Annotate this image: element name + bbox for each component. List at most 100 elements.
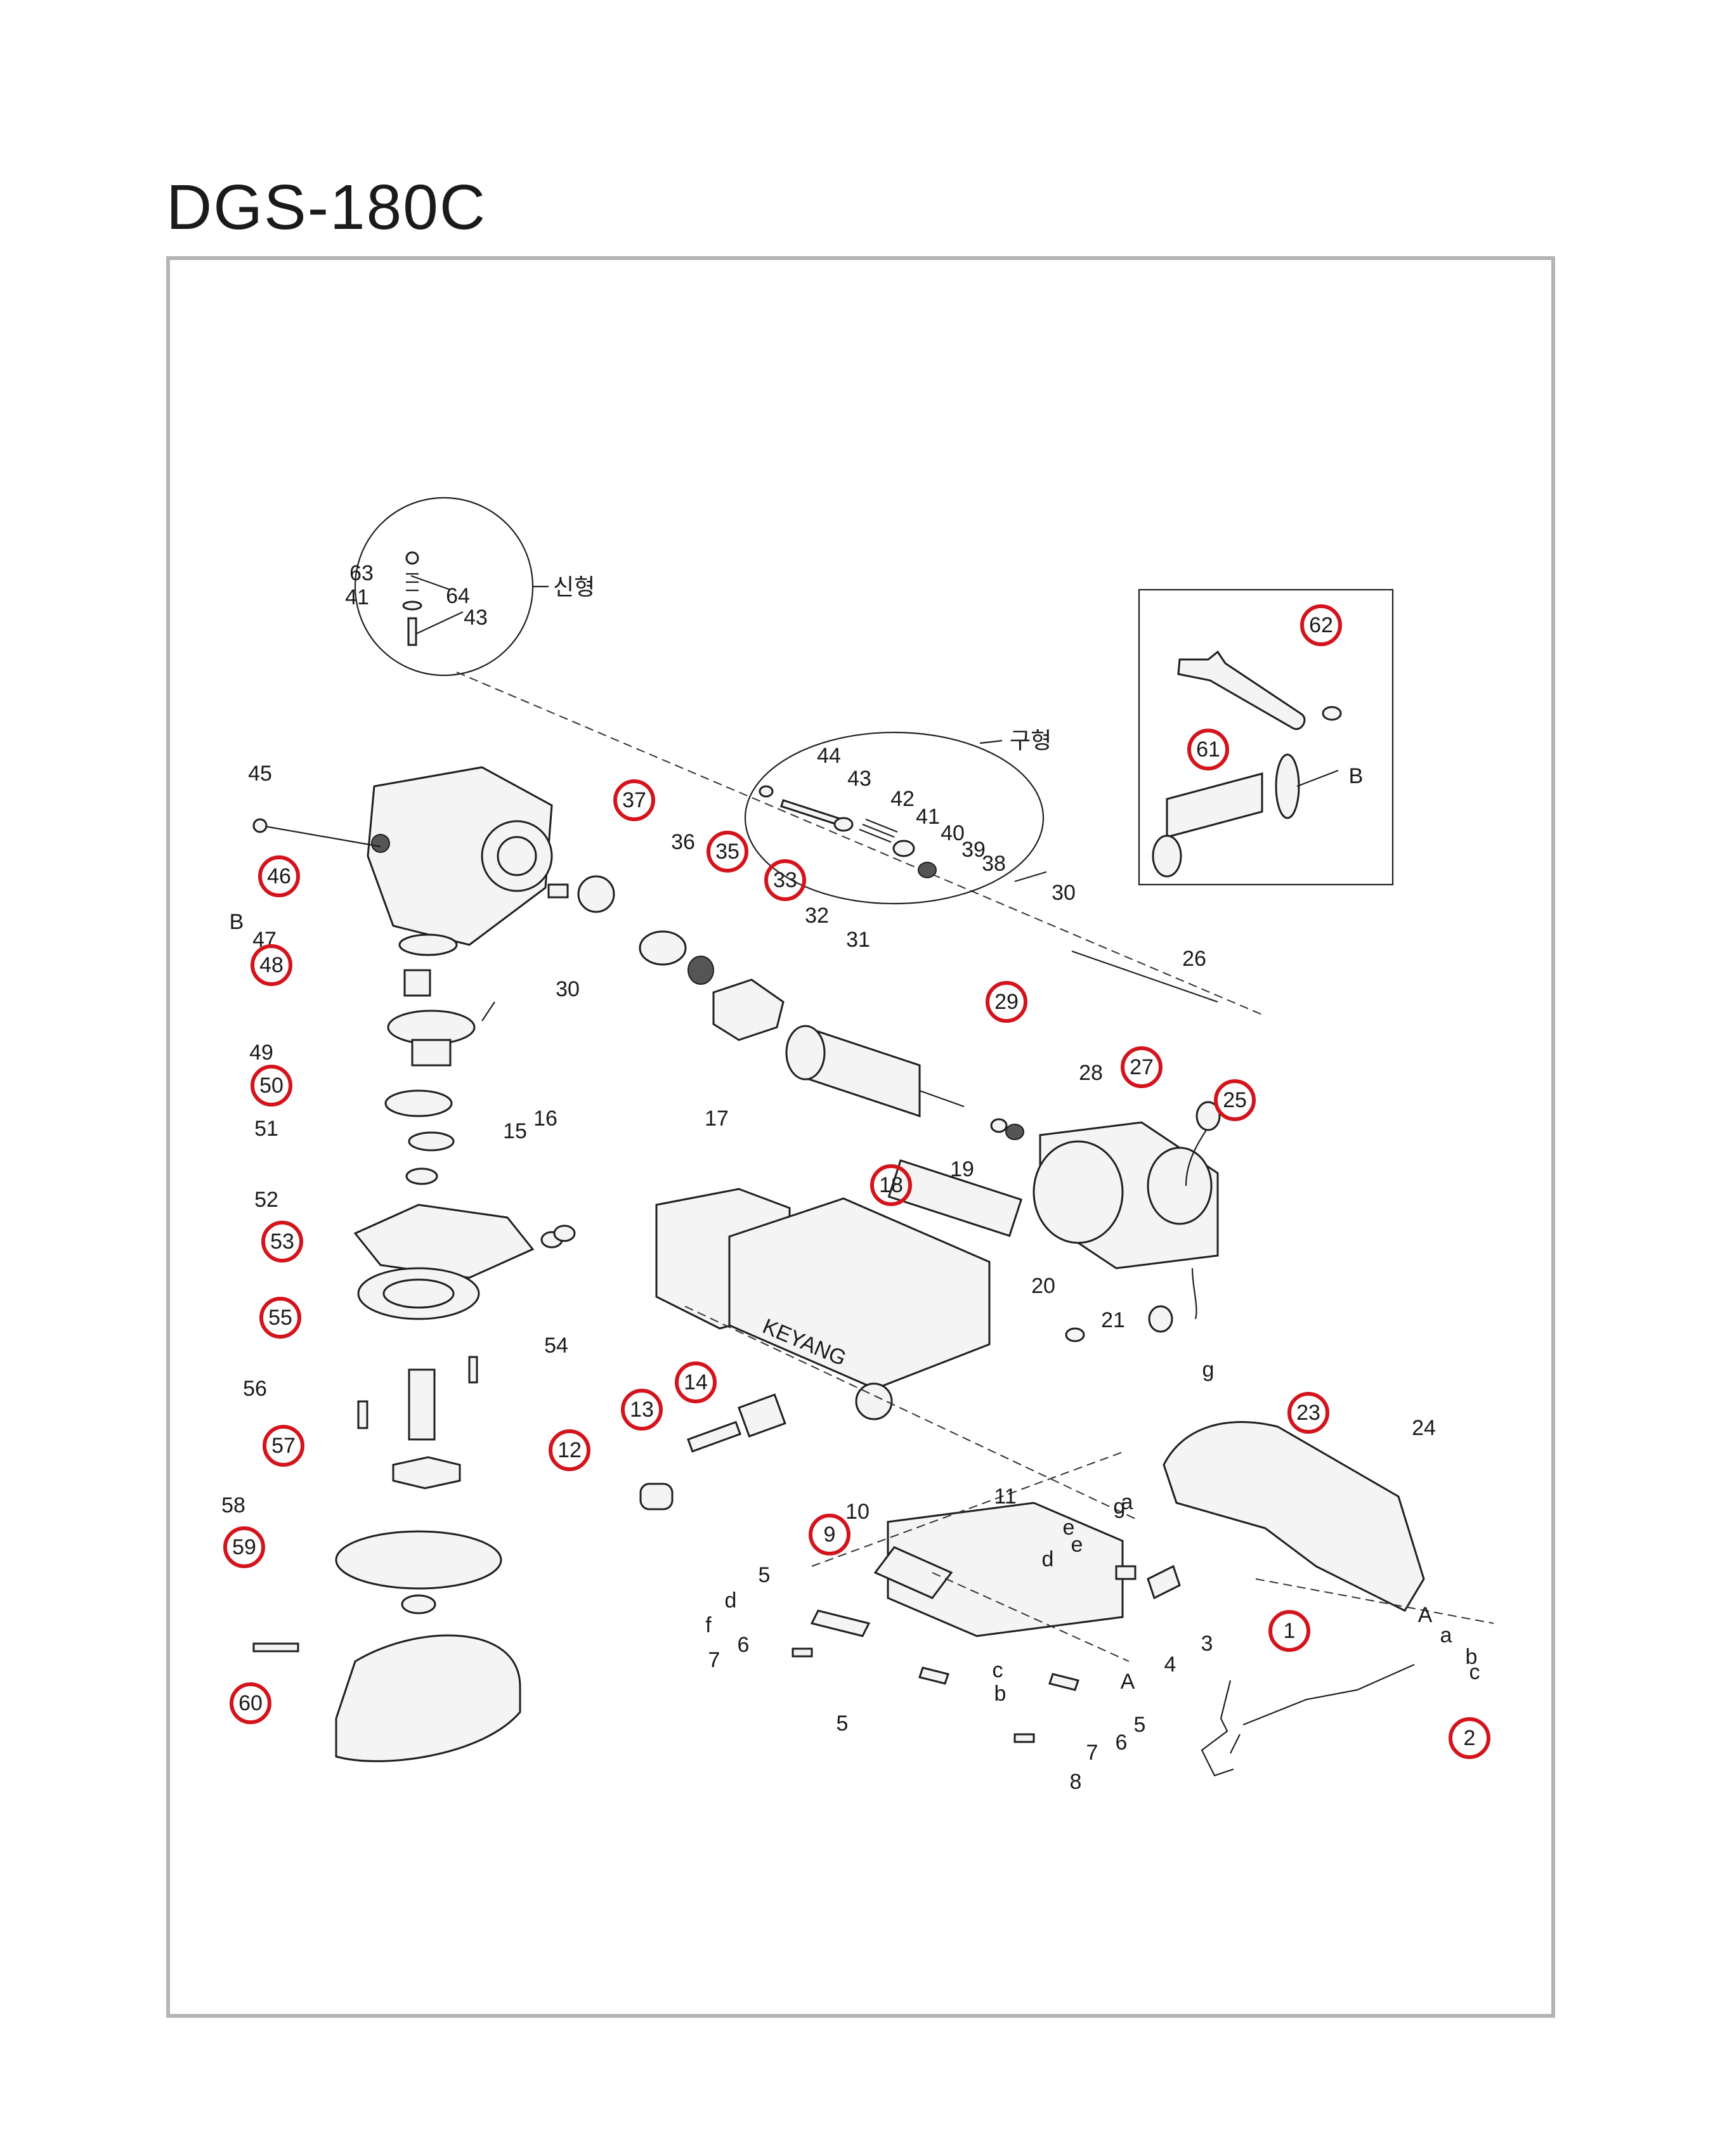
highlight-ring [870,1164,912,1206]
part-number: 11 [994,1484,1016,1509]
part-number: 8 [1070,1770,1082,1794]
part-number-highlighted: 25 [1223,1088,1247,1112]
part-number: 24 [1412,1416,1436,1440]
part-number: c [993,1658,1003,1682]
part-number: 64 [446,584,470,608]
part-number: 16 [533,1107,557,1131]
part-number: B [230,910,244,934]
highlight-ring [258,855,300,897]
highlight-ring [1449,1717,1490,1759]
part-number: 41 [916,805,940,829]
part-number-highlighted: 50 [259,1074,283,1098]
part-number-highlighted: 9 [824,1523,836,1547]
highlight-ring [764,859,806,901]
highlight-ring [986,981,1027,1023]
old-type-label: 구형 [1010,728,1052,754]
gear-housing-assembly [252,766,553,1762]
part-number: f [705,1613,712,1637]
part-number: 32 [805,904,829,928]
brush-parts [639,1393,786,1510]
part-number-highlighted: 1 [1284,1619,1296,1643]
part-number: d [1042,1547,1054,1571]
part-number-highlighted: 57 [271,1434,296,1458]
part-number: 30 [1052,881,1076,905]
part-number-highlighted: 60 [238,1691,263,1715]
part-number: 5 [837,1711,849,1736]
part-number: A [1418,1603,1433,1627]
part-number: 58 [221,1493,245,1517]
part-number: 44 [817,744,841,768]
part-number: 30 [556,977,580,1001]
part-number: d [725,1588,737,1613]
part-number: 5 [759,1563,771,1587]
motor-housing: KEYANG [540,1159,1085,1420]
part-number: 43 [464,606,488,630]
part-number-highlighted: 35 [715,840,739,864]
highlight-ring [261,1221,303,1263]
part-number: b [1466,1645,1478,1669]
part-number-highlighted: 27 [1130,1055,1154,1079]
part-number: 5 [1134,1713,1146,1737]
part-number-highlighted: 46 [267,864,291,888]
part-number: B [1349,764,1364,788]
part-number: 51 [254,1117,278,1141]
highlight-ring [223,1526,265,1568]
part-number: 40 [941,821,965,845]
page-title: DGS-180C [166,172,487,243]
part-number: c [1469,1660,1480,1684]
part-number: 38 [982,852,1006,876]
part-number: 4 [1164,1653,1176,1677]
part-number-highlighted: 61 [1196,737,1220,762]
handle-and-cord [684,1306,1494,1777]
part-number-highlighted: 23 [1296,1401,1320,1425]
part-number: 7 [1086,1741,1098,1765]
highlight-ring [1187,729,1229,770]
new-type-label: 신형 [553,575,595,601]
highlight-ring [1121,1046,1163,1088]
part-number-highlighted: 48 [259,953,283,977]
part-number-highlighted: 2 [1464,1726,1476,1750]
part-number: e [1063,1516,1075,1540]
part-number: 54 [544,1334,568,1358]
part-number: 56 [243,1377,267,1401]
diagram-frame [166,256,1555,2018]
part-number: 36 [671,830,695,854]
part-number-highlighted: 37 [622,788,646,812]
part-number: 3 [1201,1632,1213,1656]
part-number: 49 [249,1041,273,1065]
part-number: e [1071,1533,1083,1557]
part-number: b [994,1682,1007,1706]
part-number: 10 [845,1500,870,1524]
stator [1033,1101,1221,1333]
part-number-highlighted: 12 [557,1438,582,1462]
part-number: 6 [738,1633,750,1657]
part-number: 39 [961,838,986,862]
part-number: 7 [708,1648,720,1672]
highlight-ring [251,944,292,986]
highlight-ring [1300,604,1342,646]
part-number: 43 [847,767,871,791]
part-number-highlighted: 33 [773,868,797,892]
part-number: 21 [1101,1308,1125,1332]
part-number-highlighted: 53 [270,1230,294,1254]
accessory-box [1138,588,1394,886]
part-number: 42 [890,787,915,811]
part-number-highlighted: 59 [232,1535,256,1559]
part-number: 41 [345,585,369,609]
part-number: 15 [503,1119,527,1143]
new-type-inset: 신형 [354,497,595,677]
part-number: 20 [1031,1274,1055,1298]
highlight-ring [549,1429,590,1471]
part-number: g [1202,1358,1215,1382]
part-number: A [1121,1670,1135,1694]
part-number: 28 [1079,1061,1103,1085]
armature-assembly [547,871,1218,1140]
part-number: 26 [1182,947,1206,971]
highlight-ring [613,779,655,821]
part-number: g [1114,1495,1126,1519]
highlight-ring [1287,1392,1329,1434]
part-number-highlighted: 18 [879,1173,903,1197]
part-number: 45 [248,762,272,786]
